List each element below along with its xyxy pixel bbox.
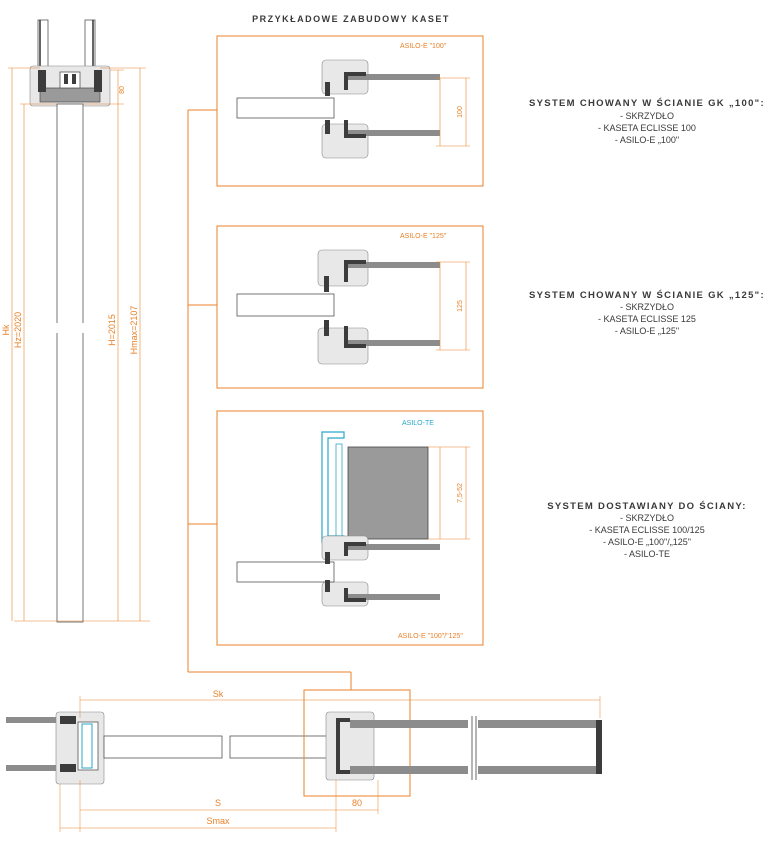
system-description-100: SYSTEM CHOWANY W ŚCIANIE GK „100": - SKR…	[529, 97, 765, 145]
page-title: PRZYKŁADOWE ZABUDOWY KASET	[252, 14, 450, 24]
dim-hz: Hz=2020	[13, 312, 23, 348]
system-title: SYSTEM CHOWANY W ŚCIANIE GK „125":	[529, 289, 765, 301]
system-title: SYSTEM CHOWANY W ŚCIANIE GK „100":	[529, 97, 765, 109]
dim-smax: Smax	[206, 816, 230, 826]
detail-label: ASILO-E "125"	[400, 233, 447, 240]
system-item: - SKRZYDŁO	[620, 513, 674, 523]
dim-h: H=2015	[107, 314, 117, 346]
detail-dim: 125	[457, 300, 464, 312]
detail-box-asilo-e-100: ASILO-E "100" 100	[216, 35, 484, 187]
dim-s: S	[215, 798, 221, 808]
detail-box-asilo-e-125: ASILO-E "125" 125	[216, 225, 484, 389]
detail-box-asilo-te: ASILO-TE 7,5-52 ASILO-E "100"/"125"	[216, 410, 484, 646]
system-item: - ASILO-E „125"	[615, 326, 679, 336]
dim-hk: Hk	[1, 324, 11, 335]
system-item: - KASETA ECLISSE 100/125	[589, 525, 704, 535]
detail-dim: 7,5-52	[457, 483, 464, 503]
system-description-wall: SYSTEM DOSTAWIANY DO ŚCIANY: - SKRZYDŁO …	[547, 500, 747, 559]
connector-lines	[187, 109, 352, 690]
system-item: - ASILO-TE	[624, 549, 670, 559]
detail-label: ASILO-E "100"	[400, 43, 447, 50]
system-description-125: SYSTEM CHOWANY W ŚCIANIE GK „125": - SKR…	[529, 289, 765, 336]
system-item: - KASETA ECLISSE 100	[598, 123, 696, 133]
system-item: - SKRZYDŁO	[620, 302, 674, 312]
dim-80-plan: 80	[352, 798, 362, 808]
detail-dim: 100	[457, 106, 464, 118]
system-item: - SKRZYDŁO	[620, 111, 674, 121]
system-item: - ASILO-E „100"/„125"	[603, 537, 691, 547]
system-item: - KASETA ECLISSE 125	[598, 314, 696, 324]
system-item: - ASILO-E „100"	[615, 135, 679, 145]
detail-label-bottom: ASILO-E "100"/"125"	[398, 633, 463, 640]
plan-section: Sk S 80 Smax	[6, 689, 602, 832]
dim-sk: Sk	[213, 689, 224, 699]
dim-80-vertical: 80	[119, 86, 126, 94]
vertical-section: 80 Hk Hz=2020 H=2015 Hmax=2107	[1, 19, 150, 623]
system-title: SYSTEM DOSTAWIANY DO ŚCIANY:	[547, 500, 747, 512]
dim-hmax: Hmax=2107	[129, 306, 139, 355]
detail-label-top: ASILO-TE	[402, 420, 434, 427]
